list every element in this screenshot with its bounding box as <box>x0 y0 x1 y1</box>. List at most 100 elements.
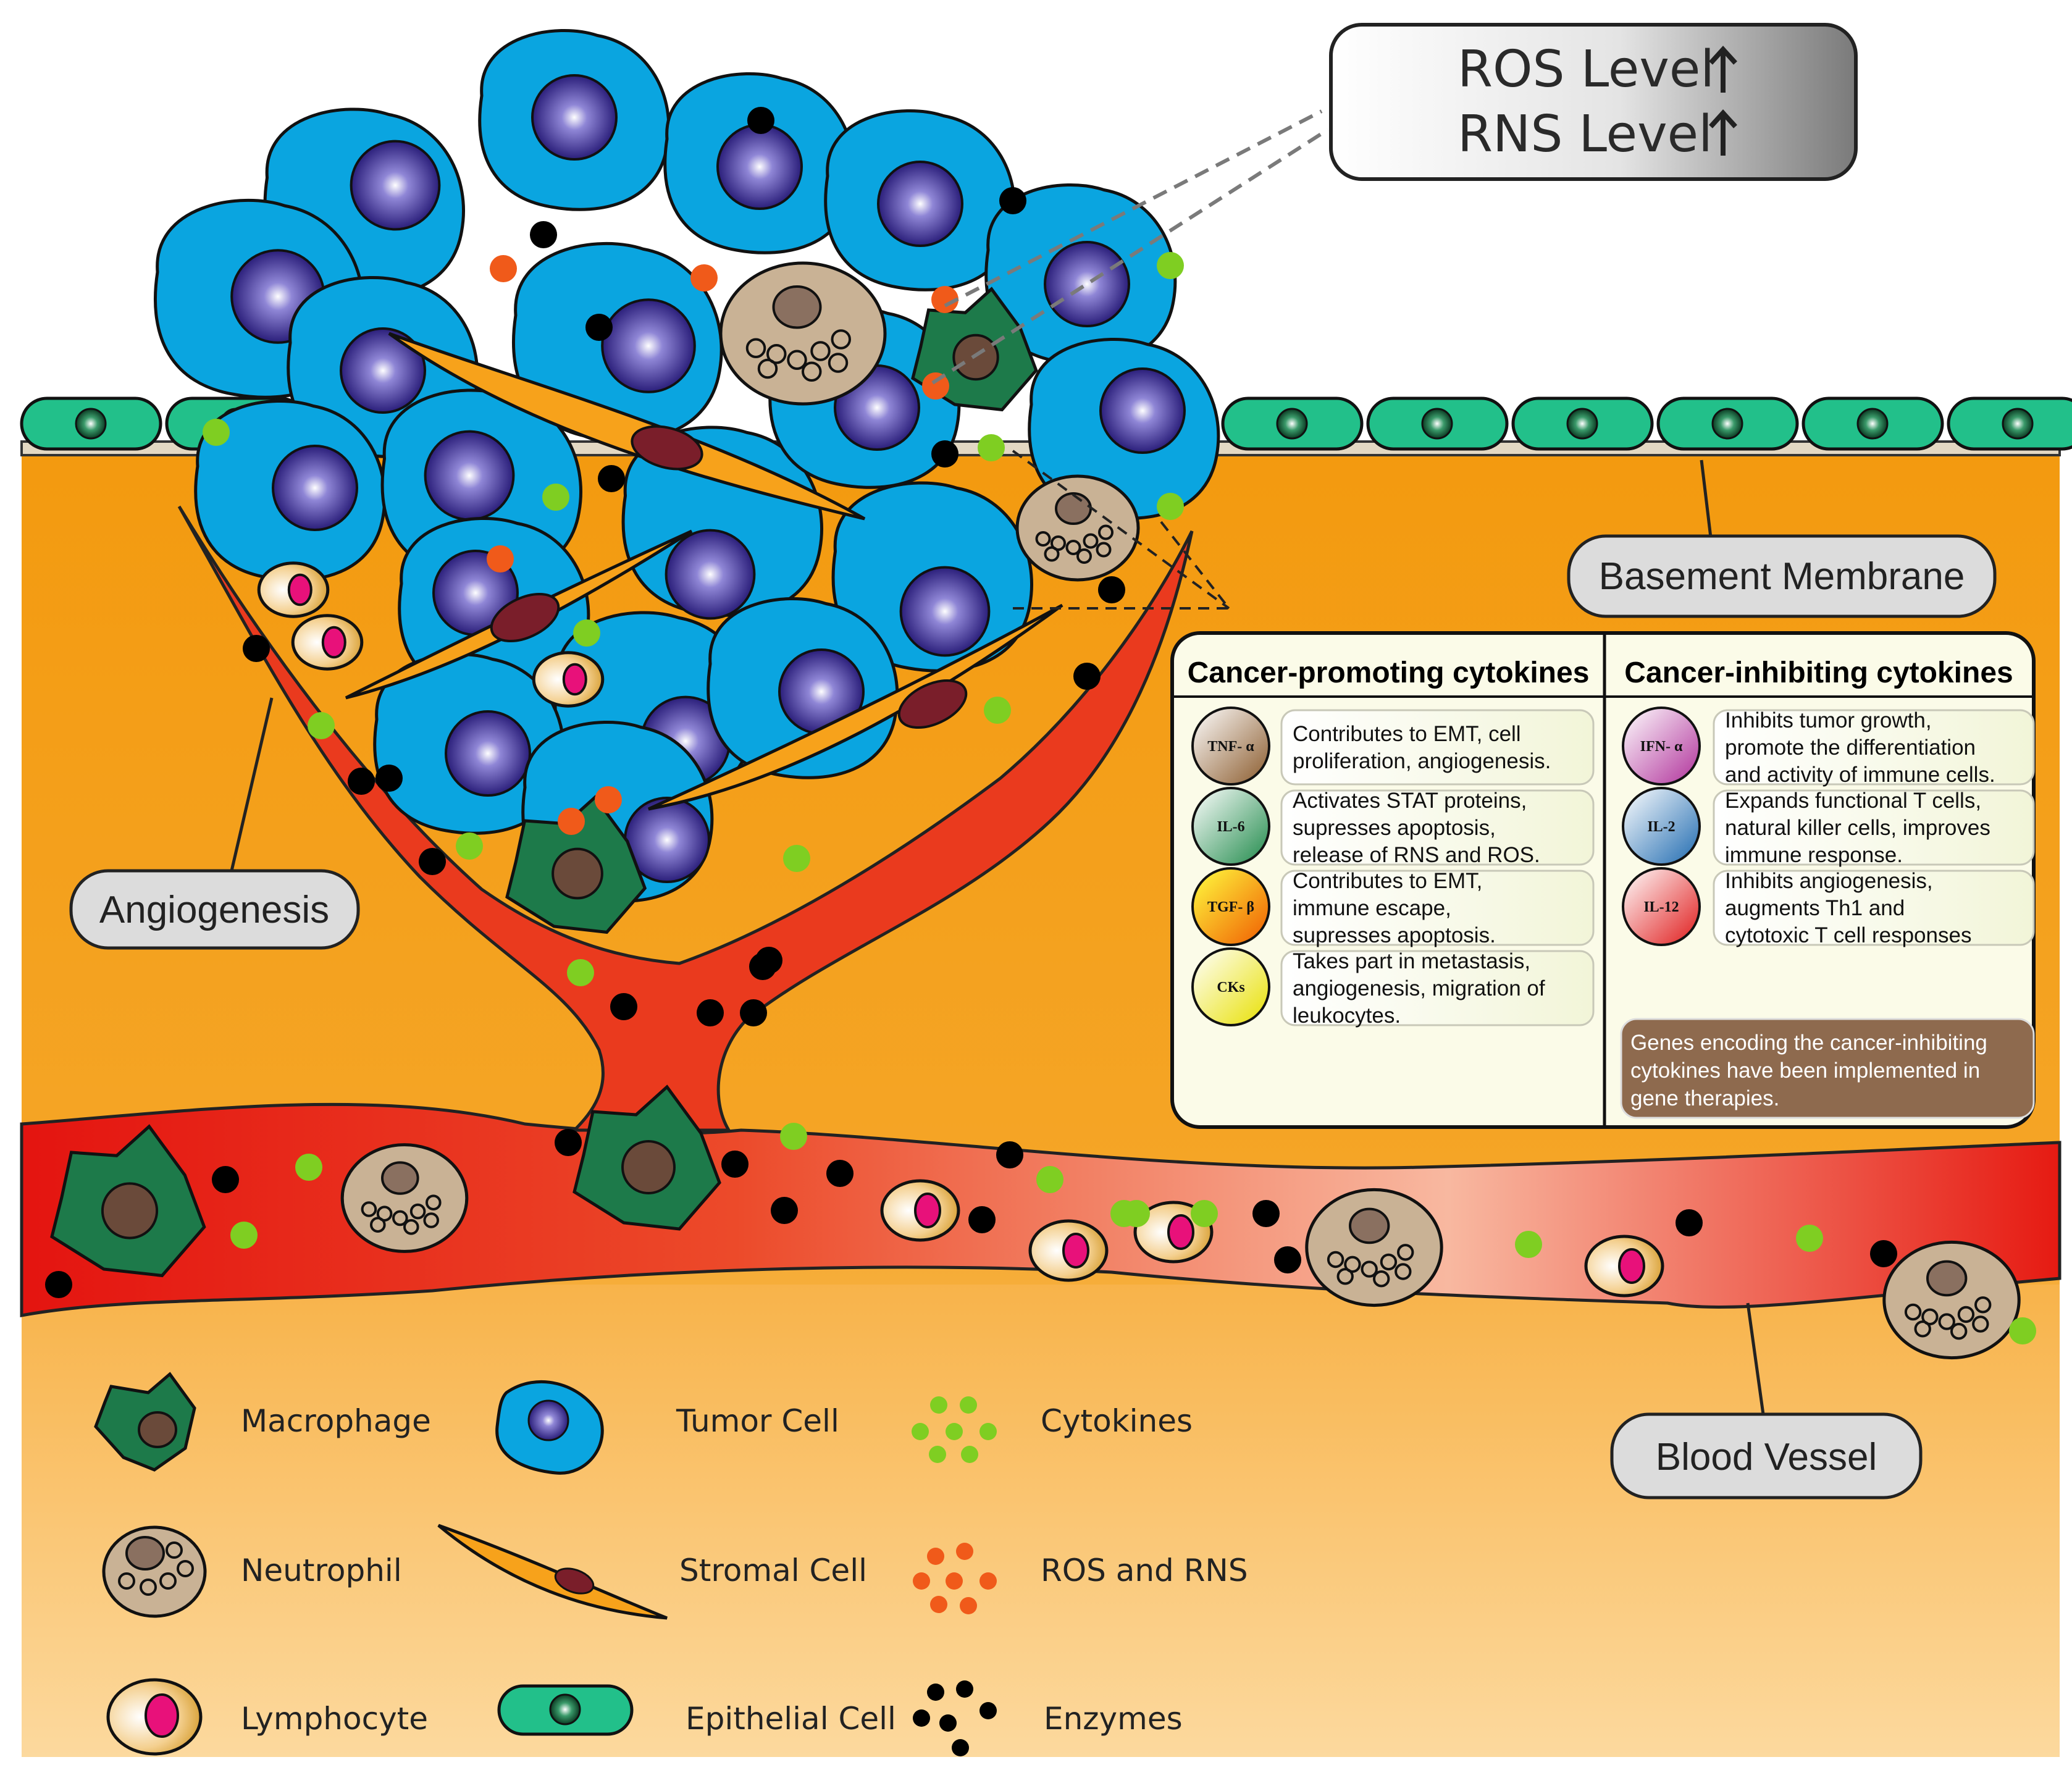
cytokine-desc-line: natural killer cells, improves <box>1725 816 1990 840</box>
enzyme-dot <box>999 187 1026 214</box>
lymphocyte <box>1028 1219 1109 1282</box>
tumor-nucleus <box>877 161 963 247</box>
ros-rns-dot <box>690 264 718 291</box>
tumor-nucleus <box>601 298 696 393</box>
basement-membrane-label: Basement Membrane <box>1599 555 1965 598</box>
enzyme-dot <box>826 1160 854 1187</box>
cytokine-dot <box>456 832 483 860</box>
lymphocyte-nucleus <box>562 663 587 696</box>
note-line-2: cytokines have been implemented in <box>1630 1059 1980 1083</box>
cytokine-dot <box>1157 252 1184 279</box>
rns-level-label: RNS Level <box>1458 105 1713 164</box>
legend-ros-rns-label: ROS and RNS <box>1041 1553 1248 1588</box>
cytokine-desc-line: angiogenesis, migration of <box>1293 976 1545 1000</box>
granule <box>423 1212 440 1228</box>
cytokine-dot <box>1515 1231 1542 1258</box>
granule <box>1344 1256 1361 1273</box>
stromal-cell <box>345 529 693 700</box>
enzyme-dot <box>1274 1246 1301 1273</box>
cytokine-desc-line: supresses apoptosis, <box>1293 816 1496 840</box>
cytokine-dot <box>1796 1225 1823 1252</box>
tumor-cell <box>824 109 1017 291</box>
up-arrow-icon <box>1709 46 1737 156</box>
cytokine-desc-line: leukocytes. <box>1293 1004 1401 1028</box>
granule <box>1373 1270 1390 1288</box>
tumor-cell <box>194 399 387 582</box>
legend-macrophage-icon <box>94 1372 196 1472</box>
legend-cytokines-label: Cytokines <box>1041 1403 1193 1439</box>
lymphocyte-nucleus <box>914 1193 941 1228</box>
stromal-nucleus <box>490 593 560 642</box>
tumor-nucleus <box>424 430 515 521</box>
blood-vessel-label: Blood Vessel <box>1656 1436 1877 1478</box>
cytokine-desc-line: Takes part in metastasis, <box>1293 949 1530 973</box>
cytokine-name: IL-12 <box>1643 899 1679 915</box>
tumor-cell <box>663 72 856 254</box>
cytokine-desc-line: Activates STAT proteins, <box>1293 789 1527 813</box>
granule <box>802 361 822 382</box>
angiogenesis-pill: Angiogenesis <box>69 697 360 950</box>
epithelial-nucleus <box>1276 408 1308 440</box>
enzyme-dot <box>1870 1240 1897 1267</box>
stromal-nucleus <box>897 679 968 729</box>
granule <box>1957 1306 1975 1323</box>
granule <box>1096 542 1112 558</box>
legend-epithelial-cell-icon <box>497 1684 634 1736</box>
enzyme-dot <box>697 999 724 1026</box>
note-line-3: gene therapies. <box>1630 1086 1779 1110</box>
cytokine-badge <box>1191 947 1270 1026</box>
cytokine-desc-line: release of RNS and ROS. <box>1293 843 1540 867</box>
legend-cytokines-icon <box>912 1396 997 1463</box>
ros-rns-dot <box>558 808 585 835</box>
macrophage-nucleus <box>621 1140 676 1194</box>
granule <box>1914 1320 1931 1338</box>
granule <box>757 358 778 379</box>
neutrophil-nucleus <box>381 1161 419 1195</box>
lymphocyte-nucleus <box>1167 1214 1194 1250</box>
cytokine-desc-box <box>1280 870 1595 946</box>
cytokine-desc-line: Inhibits angiogenesis, <box>1725 869 1933 893</box>
neutrophil <box>1305 1188 1443 1307</box>
granule <box>831 329 851 350</box>
granule <box>1083 533 1099 549</box>
legend-ros-rns-icon <box>913 1543 997 1614</box>
legend-neutrophil-label: Neutrophil <box>241 1553 402 1588</box>
cytokine-dot <box>567 959 594 986</box>
epithelial-nucleus <box>75 408 107 440</box>
tumor-nucleus <box>1044 241 1130 327</box>
granule <box>787 350 807 370</box>
granule <box>766 344 787 364</box>
cytokine-dot <box>2009 1317 2036 1344</box>
epithelial-cell <box>1221 396 1364 451</box>
angiogenesis-label: Angiogenesis <box>99 889 329 931</box>
granule <box>1051 535 1066 551</box>
granule <box>1065 540 1081 555</box>
enzyme-dot <box>721 1151 749 1178</box>
cytokine-dot <box>780 1123 807 1150</box>
lymphocyte <box>257 561 330 618</box>
tumor-nucleus <box>899 566 991 657</box>
cytokine-badge <box>1191 707 1270 786</box>
cytokine-dot <box>573 619 600 647</box>
tumor-mass <box>154 28 1220 934</box>
enzyme-dot <box>212 1166 239 1193</box>
cytokine-dot <box>783 845 810 872</box>
cytokine-desc-line: Inhibits tumor growth, <box>1725 708 1932 732</box>
epithelial-cell <box>1656 396 1799 451</box>
granule <box>1098 524 1114 540</box>
tumor-nucleus <box>445 710 531 797</box>
cytokine-desc-box <box>1280 789 1595 866</box>
cytokine-dot <box>295 1154 322 1181</box>
legend-stromal-cell-icon <box>437 1524 668 1620</box>
epithelial-cell <box>1801 396 1944 451</box>
epithelial-nucleus <box>1856 408 1889 440</box>
granule <box>1035 531 1051 547</box>
cytokine-desc-box <box>1280 950 1595 1026</box>
enzyme-dot <box>348 768 375 795</box>
epithelial-nucleus <box>1711 408 1743 440</box>
legend-enzymes-label: Enzymes <box>1044 1701 1183 1737</box>
